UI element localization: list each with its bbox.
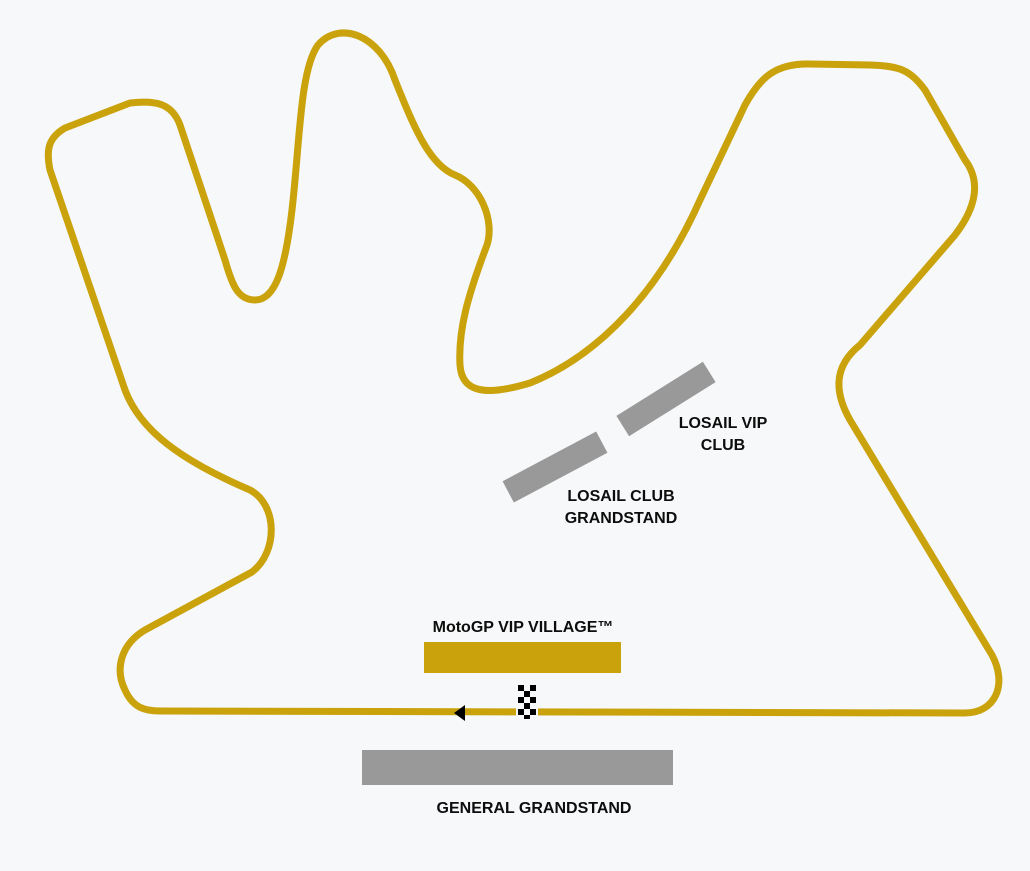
losail-club-grandstand-label-line2: GRANDSTAND — [564, 510, 678, 527]
checkered-flag-icon — [516, 685, 538, 719]
losail-club-grandstand-label-line1: LOSAIL CLUB — [567, 488, 675, 505]
losail-vip-club-label-line2: CLUB — [700, 437, 746, 454]
losail-club-grandstand-stand — [502, 431, 608, 503]
motogp-vip-village-block — [424, 642, 621, 673]
direction-arrow-icon — [454, 705, 465, 721]
general-grandstand-label: GENERAL GRANDSTAND — [436, 800, 632, 817]
race-track — [44, 29, 1003, 717]
losail-vip-club-stand — [616, 361, 716, 437]
losail-vip-club-label-line1: LOSAIL VIP — [678, 415, 768, 432]
motogp-vip-village-label: MotoGP VIP VILLAGE™ — [432, 619, 614, 636]
losail-club-grandstand-label: LOSAIL CLUB GRANDSTAND — [548, 486, 694, 530]
losail-vip-club-label: LOSAIL VIP CLUB — [668, 413, 778, 457]
general-grandstand-block — [362, 750, 673, 785]
